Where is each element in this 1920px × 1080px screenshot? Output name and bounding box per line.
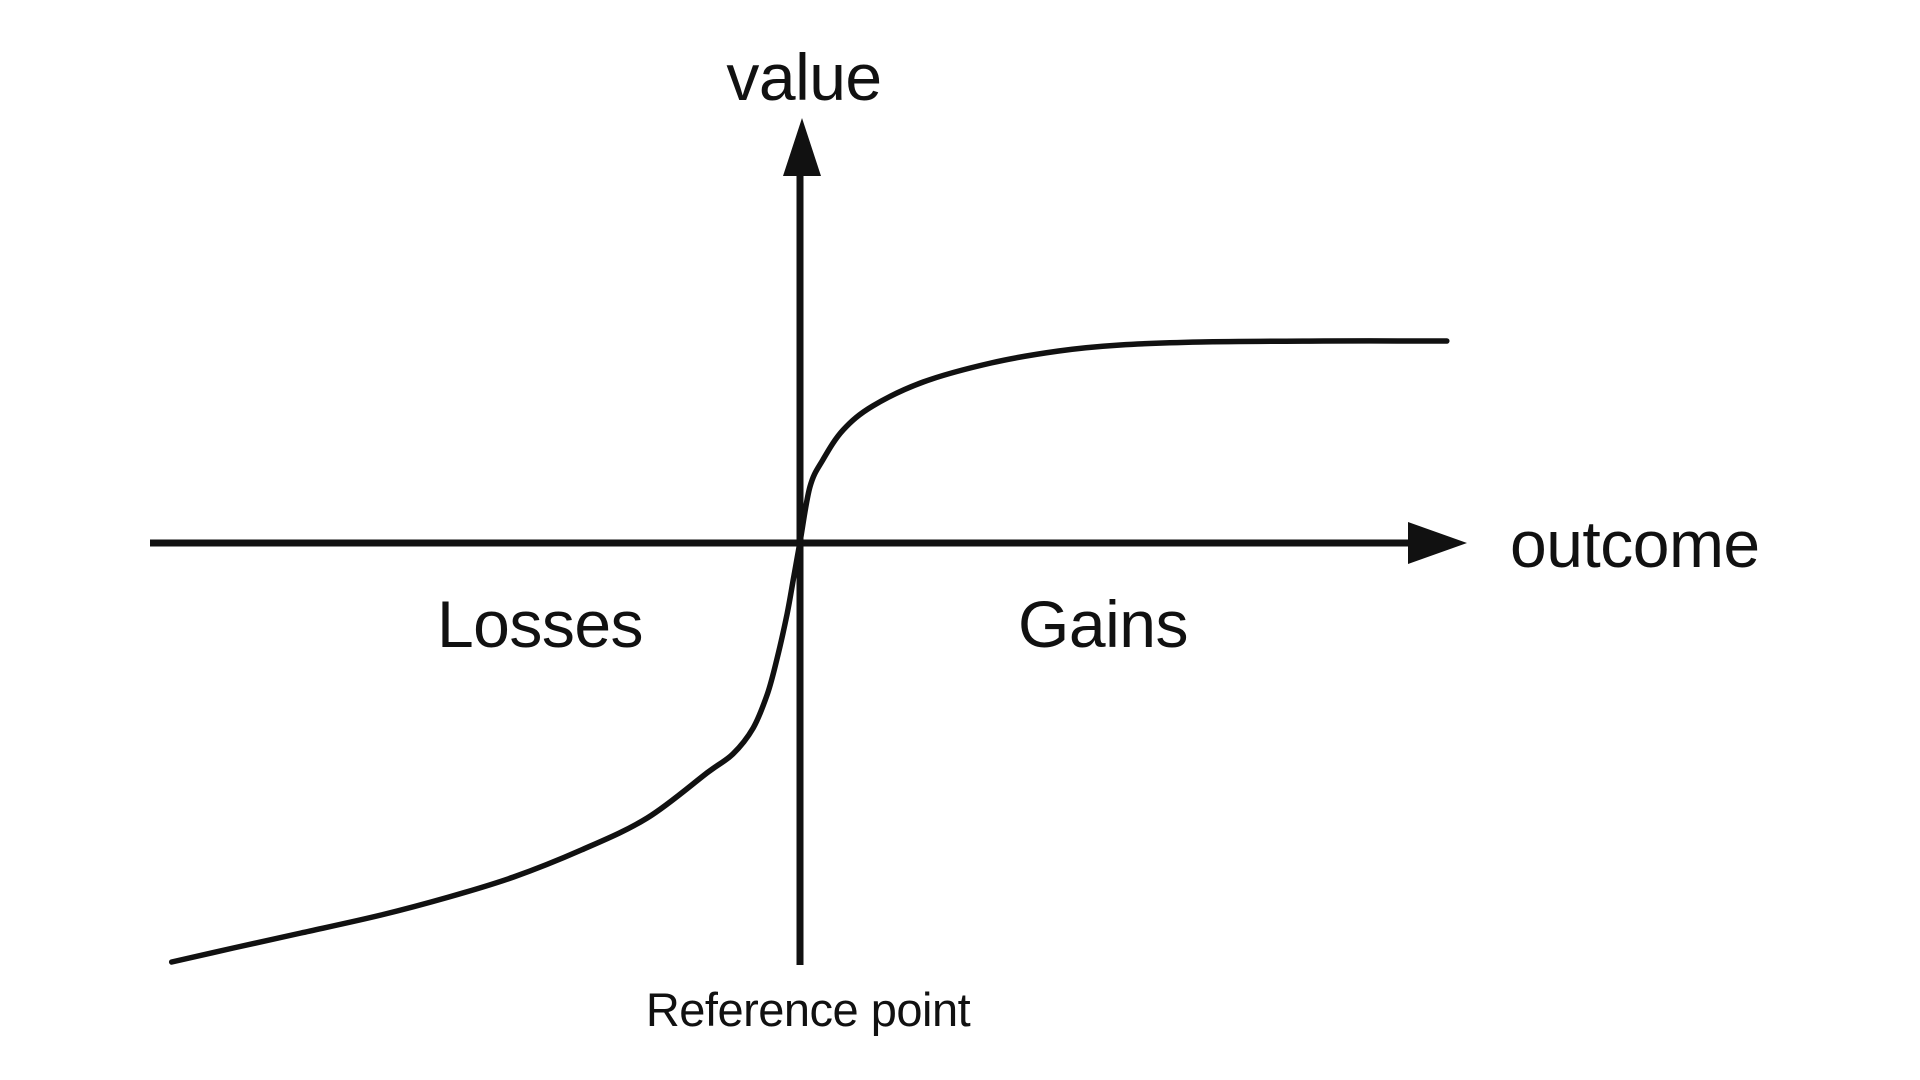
y-axis-label: value [726,40,882,114]
gains-region-label: Gains [1018,587,1188,661]
y-axis-arrowhead-icon [783,118,821,176]
value-function-curve [168,338,1450,965]
losses-region-label: Losses [436,587,644,661]
reference-point-label: Reference point [645,983,971,1036]
x-axis-label: outcome [1510,507,1760,581]
x-axis-arrowhead-icon [1408,522,1467,564]
